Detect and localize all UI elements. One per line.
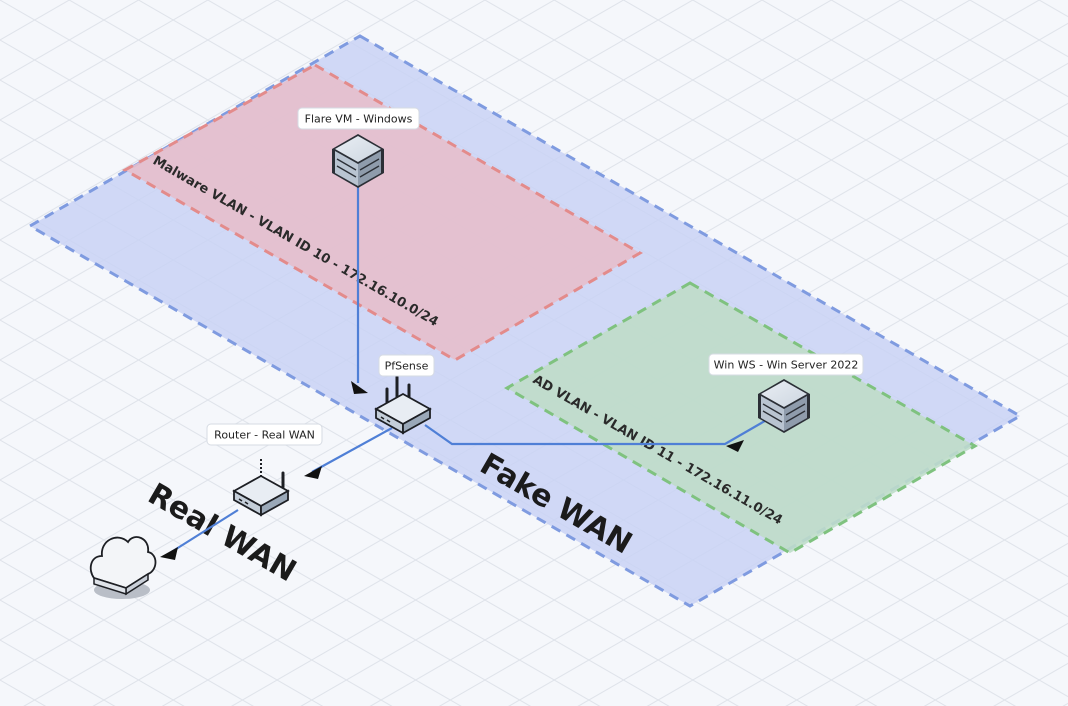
link-pfsense-router	[311, 427, 393, 473]
cloud-icon	[89, 536, 157, 599]
malware-vlan-zone	[121, 63, 643, 362]
arrowhead-cloud	[160, 547, 178, 560]
server-icon	[758, 379, 810, 433]
flare-vm-label-box	[297, 107, 420, 130]
link-pfsense-winws	[424, 417, 771, 446]
router-label-box	[206, 423, 323, 446]
real-wan-router[interactable]: Router - Real WAN	[206, 423, 323, 517]
pfsense-label: PfSense	[385, 360, 429, 373]
flare-vm-server[interactable]: Flare VM - Windows	[297, 107, 420, 188]
router-label: Router - Real WAN	[214, 429, 315, 442]
arrowhead-router	[304, 466, 322, 479]
internet-cloud[interactable]	[89, 536, 157, 599]
server-icon	[332, 134, 384, 188]
pfsense-label-box	[378, 354, 435, 377]
arrowhead-pfsense	[351, 381, 368, 394]
win-ws-server[interactable]: Win WS - Win Server 2022	[708, 353, 864, 433]
win-ws-label-box	[708, 353, 864, 376]
link-arrowheads	[160, 381, 744, 560]
router-icon	[232, 457, 290, 517]
win-ws-label: Win WS - Win Server 2022	[714, 359, 859, 372]
ad-vlan-zone	[504, 281, 979, 555]
router-icon	[374, 375, 432, 435]
flare-vm-label: Flare VM - Windows	[305, 113, 413, 126]
arrowhead-winws	[726, 440, 744, 452]
pfsense-router[interactable]: PfSense	[374, 354, 435, 435]
